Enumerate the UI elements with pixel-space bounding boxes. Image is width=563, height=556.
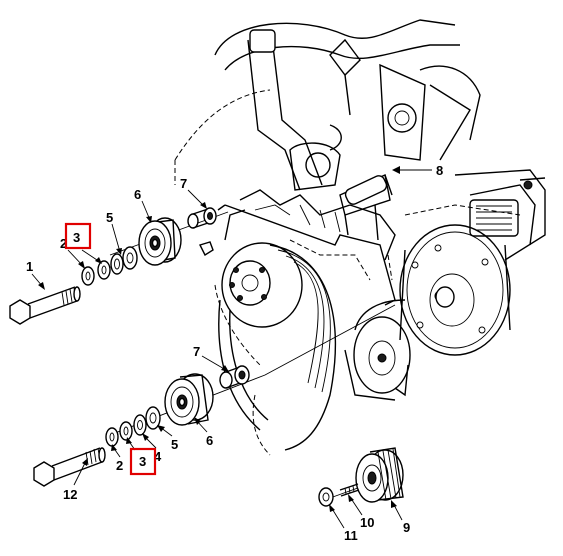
bolt-part-1 bbox=[9, 286, 81, 325]
washer-part-4 bbox=[133, 414, 147, 436]
spacer-part-5-lower bbox=[145, 406, 161, 430]
bolt-part-12 bbox=[33, 447, 106, 487]
callout-8: 8 bbox=[436, 163, 443, 178]
idler-pulley-part-6-lower bbox=[164, 373, 214, 426]
callout-3-lower: 3 bbox=[139, 454, 146, 469]
callout-2-upper: 2 bbox=[60, 236, 67, 251]
highlight-box-lower bbox=[129, 447, 157, 476]
callout-10: 10 bbox=[360, 515, 374, 530]
callout-7-lower: 7 bbox=[193, 344, 200, 359]
lower-pulley-stack bbox=[33, 304, 396, 487]
callout-1: 1 bbox=[26, 259, 33, 274]
callout-12: 12 bbox=[63, 487, 77, 502]
highlight-boxes bbox=[64, 222, 157, 476]
callout-5-upper: 5 bbox=[106, 210, 113, 225]
pulley-part-9 bbox=[355, 447, 404, 503]
belt-and-idler-pulleys bbox=[199, 241, 411, 451]
washer-part-3 bbox=[97, 260, 111, 280]
fan-hub-assembly bbox=[399, 224, 511, 356]
highlight-box-upper bbox=[64, 222, 92, 250]
callout-3-upper: 3 bbox=[73, 230, 80, 245]
nut-part-11 bbox=[318, 487, 334, 507]
bushing-part-7 bbox=[187, 207, 217, 229]
washer-part-3-lower bbox=[119, 421, 133, 441]
callout-9: 9 bbox=[403, 520, 410, 535]
callout-6-upper: 6 bbox=[134, 187, 141, 202]
lock-washer-part-2 bbox=[81, 266, 95, 286]
leader-lines bbox=[31, 166, 432, 529]
callout-2-lower: 2 bbox=[116, 458, 123, 473]
crank-pulley-assembly bbox=[318, 447, 404, 507]
callout-labels: 1 2 3 5 6 7 8 7 4 5 6 2 3 12 9 10 11 bbox=[26, 163, 443, 543]
lock-washer-part-2-lower bbox=[105, 427, 119, 447]
callout-4: 4 bbox=[154, 449, 162, 464]
engine-block-art bbox=[174, 19, 546, 456]
spacer-part-5 bbox=[110, 253, 124, 275]
mounting-bracket bbox=[217, 174, 396, 306]
callout-5-lower: 5 bbox=[171, 437, 178, 452]
bushing-part-7-lower bbox=[219, 365, 250, 389]
callout-6-lower: 6 bbox=[206, 433, 213, 448]
upper-pulley-stack bbox=[9, 207, 229, 325]
idler-pulley-part-6 bbox=[138, 217, 182, 266]
callout-11: 11 bbox=[344, 528, 358, 543]
stud-part-10 bbox=[339, 483, 360, 497]
callout-7-upper: 7 bbox=[180, 176, 187, 191]
